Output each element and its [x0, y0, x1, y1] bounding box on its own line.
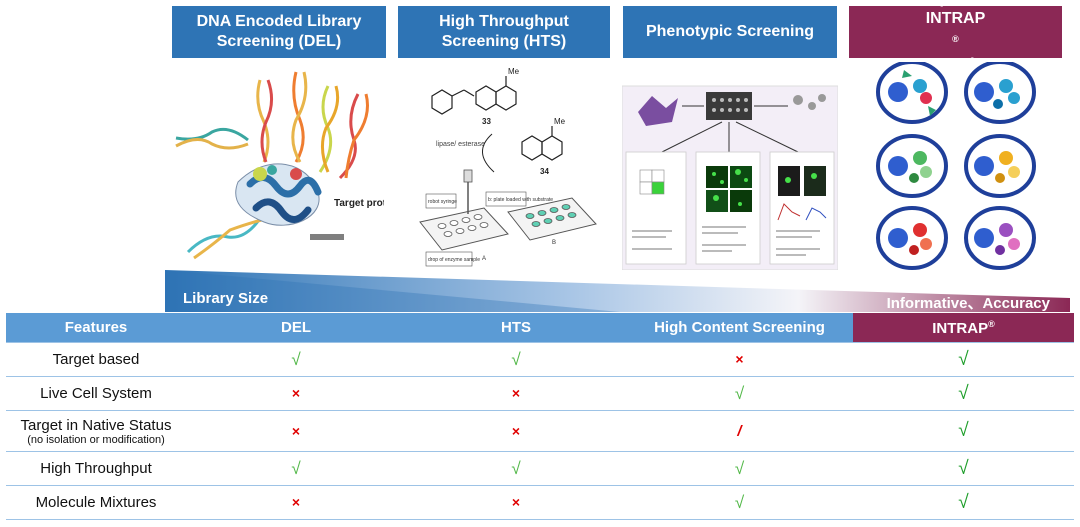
check-mark: √: [958, 420, 969, 441]
partial-mark: /: [737, 422, 742, 440]
dna-strands: [175, 71, 369, 260]
cell-4: [964, 134, 1036, 198]
check-mark: √: [958, 382, 969, 404]
svg-text:Me: Me: [508, 67, 520, 76]
mark-cell: √: [626, 451, 853, 486]
compound-library-icon: [793, 94, 826, 110]
table-row: High Throughput √ √ √ √: [6, 451, 1074, 486]
header-phenotypic: Phenotypic Screening: [623, 6, 837, 58]
plate-reader-card: [625, 151, 687, 265]
cross-mark: ×: [291, 494, 301, 510]
phenotypic-illustration: [622, 85, 838, 270]
cross-mark: ×: [291, 385, 301, 401]
header-intrap: ChemoproteomicsINTRAP® Screening: [849, 0, 1062, 73]
svg-text:robot syringe: robot syringe: [428, 199, 457, 205]
svg-text:Me: Me: [554, 117, 566, 126]
svg-text:drop of enzyme sample: drop of enzyme sample: [428, 257, 480, 263]
fluorescence-images: [706, 166, 752, 212]
chemical-structure-34: [521, 126, 563, 161]
table-row: Target based √ √ × √: [6, 342, 1074, 377]
mark-cell: √: [186, 342, 406, 377]
svg-text:33: 33: [482, 117, 491, 126]
check-mark: √: [511, 458, 521, 478]
cross-mark: ×: [735, 351, 744, 367]
check-mark: √: [958, 457, 969, 479]
table-header-row: Features DEL HTS High Content Screening …: [6, 313, 1074, 343]
svg-text:B: B: [552, 240, 556, 246]
mark-cell: ×: [186, 410, 406, 452]
feature-cell: Molecule Mixtures: [6, 485, 186, 520]
mark-cell: √: [626, 485, 853, 520]
chemical-structure-33: [431, 76, 517, 115]
library-size-label: Library Size: [183, 290, 269, 307]
target-protein-label: Target protein: [334, 198, 384, 209]
library-size-wedge: [165, 270, 1070, 312]
cell-5: [876, 206, 948, 270]
comparison-table: Features DEL HTS High Content Screening …: [6, 313, 1074, 520]
feature-cell: Live Cell System: [6, 376, 186, 411]
informative-accuracy-label: Informative、Accuracy: [886, 295, 1050, 312]
check-mark: √: [958, 491, 969, 513]
check-mark: √: [291, 458, 301, 478]
feature-cell: Target based: [6, 342, 186, 377]
cross-mark: ×: [511, 422, 521, 439]
col-hts: HTS: [406, 313, 626, 343]
mark-cell: √: [406, 451, 626, 486]
mark-cell: /: [626, 410, 853, 452]
cell-2: [964, 62, 1036, 124]
cell-6: [964, 206, 1036, 270]
mark-cell: ×: [406, 410, 626, 452]
intrap-illustration: [876, 62, 1036, 270]
feature-cell: High Throughput: [6, 451, 186, 486]
col-intrap: INTRAP®: [853, 313, 1074, 343]
kinetic-images: [777, 166, 827, 221]
col-hcs: High Content Screening: [626, 313, 853, 343]
hts-illustration: Me 33 lipase/ esterase Me 34 robot syrin…: [419, 67, 597, 267]
mark-cell: √: [853, 342, 1074, 377]
mark-cell: ×: [626, 342, 853, 377]
check-mark: √: [734, 458, 745, 478]
check-mark: √: [291, 349, 301, 369]
mark-cell: ×: [186, 485, 406, 520]
feature-cell: Target in Native Status(no isolation or …: [6, 410, 186, 452]
mark-cell: ×: [406, 485, 626, 520]
check-mark: √: [734, 492, 745, 512]
check-mark: √: [734, 383, 745, 403]
mark-cell: √: [626, 376, 853, 411]
cell-1: [876, 62, 948, 124]
svg-text:A: A: [482, 256, 486, 262]
mark-cell: ×: [406, 376, 626, 411]
check-mark: √: [511, 349, 521, 369]
plate-b: [507, 197, 597, 241]
mark-cell: ×: [186, 376, 406, 411]
microplate-icon: [706, 92, 752, 120]
cell-3: [876, 134, 948, 198]
mark-cell: √: [853, 451, 1074, 486]
cell-source-icon: [638, 96, 678, 126]
mark-cell: √: [186, 451, 406, 486]
svg-text:lipase/ esterase: lipase/ esterase: [436, 141, 485, 148]
mark-cell: √: [853, 485, 1074, 520]
table-row: Target in Native Status(no isolation or …: [6, 410, 1074, 452]
table-row: Molecule Mixtures × × √ √: [6, 485, 1074, 520]
col-del: DEL: [186, 313, 406, 343]
col-features: Features: [6, 313, 186, 343]
plate-a: [419, 169, 509, 251]
svg-text:34: 34: [540, 167, 549, 176]
mark-cell: √: [853, 376, 1074, 411]
check-mark: √: [958, 348, 969, 370]
mark-cell: √: [406, 342, 626, 377]
mark-cell: √: [853, 410, 1074, 452]
cross-mark: ×: [511, 494, 521, 510]
svg-text:b: plate loaded with substrate: b: plate loaded with substrate: [488, 197, 553, 203]
protein-target: [235, 163, 344, 240]
card-caption-lines: [632, 226, 820, 256]
plate-reader-grid: [639, 169, 665, 195]
cross-mark: ×: [511, 385, 521, 401]
table-row: Live Cell System × × √ √: [6, 376, 1074, 411]
cross-mark: ×: [291, 422, 301, 439]
del-illustration: Target protein: [175, 71, 384, 260]
